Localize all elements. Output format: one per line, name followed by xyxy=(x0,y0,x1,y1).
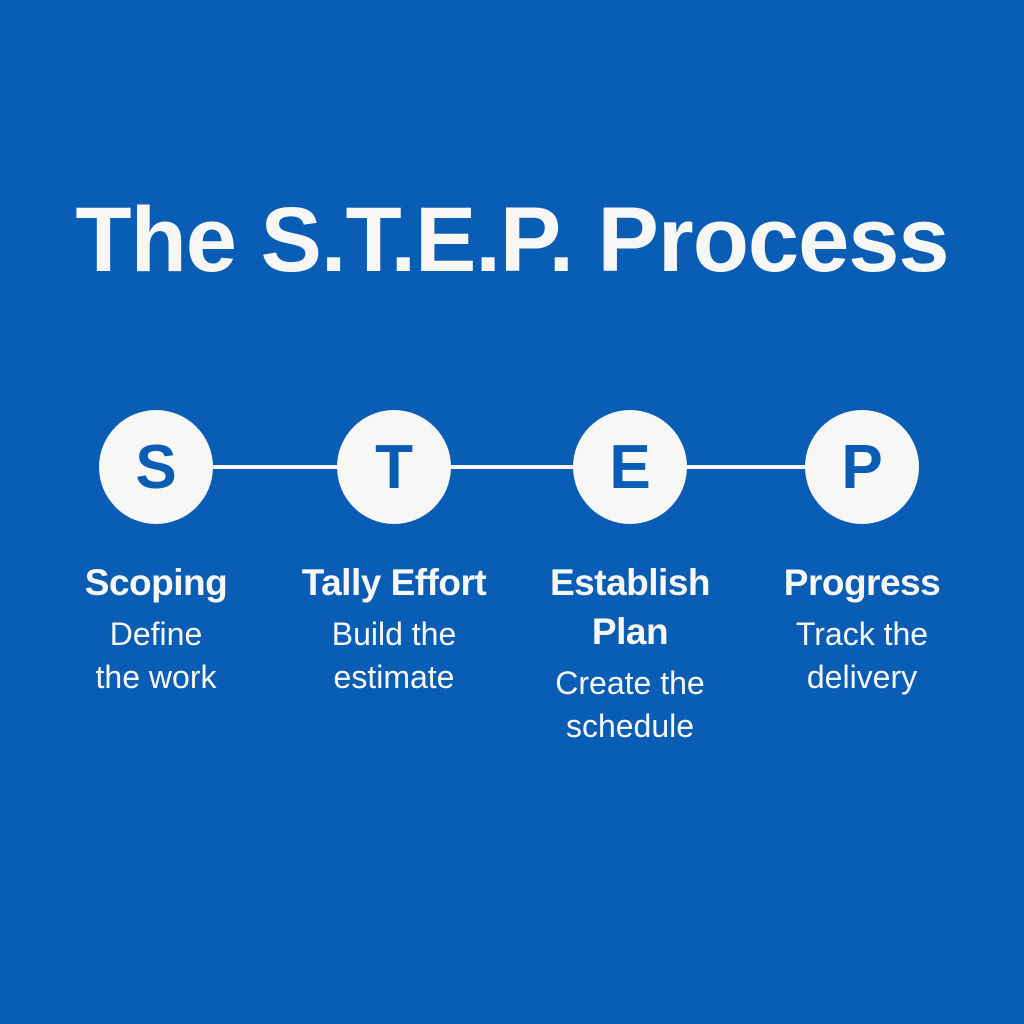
step-progress: P Progress Track the delivery xyxy=(742,410,982,699)
step-desc-line: schedule xyxy=(565,708,695,744)
step-name-line: Plan xyxy=(591,611,669,652)
step-desc-line: Define xyxy=(109,616,203,652)
step-circle: T xyxy=(337,410,451,524)
connector-line xyxy=(156,465,862,469)
step-name: Scoping xyxy=(36,558,276,607)
step-desc: Track the delivery xyxy=(742,613,982,699)
step-desc-line: Build the xyxy=(331,616,457,652)
step-tally-effort: T Tally Effort Build the estimate xyxy=(274,410,514,699)
step-circle: E xyxy=(573,410,687,524)
step-scoping: S Scoping Define the work xyxy=(36,410,276,699)
step-desc-line: Track the xyxy=(795,616,929,652)
step-desc: Create the schedule xyxy=(510,662,750,748)
step-desc-line: Create the xyxy=(555,665,705,701)
step-desc-line: delivery xyxy=(806,659,918,695)
step-desc-line: the work xyxy=(95,659,217,695)
page-title: The S.T.E.P. Process xyxy=(75,189,949,291)
step-circle: P xyxy=(805,410,919,524)
step-name-line: Progress xyxy=(783,562,941,603)
step-circle: S xyxy=(99,410,213,524)
step-desc: Build the estimate xyxy=(274,613,514,699)
step-name-line: Scoping xyxy=(84,562,228,603)
step-name-line: Tally Effort xyxy=(301,562,487,603)
step-desc: Define the work xyxy=(36,613,276,699)
step-name-line: Establish xyxy=(550,562,711,603)
step-name: Progress xyxy=(742,558,982,607)
step-name: Tally Effort xyxy=(274,558,514,607)
step-desc-line: estimate xyxy=(333,659,455,695)
